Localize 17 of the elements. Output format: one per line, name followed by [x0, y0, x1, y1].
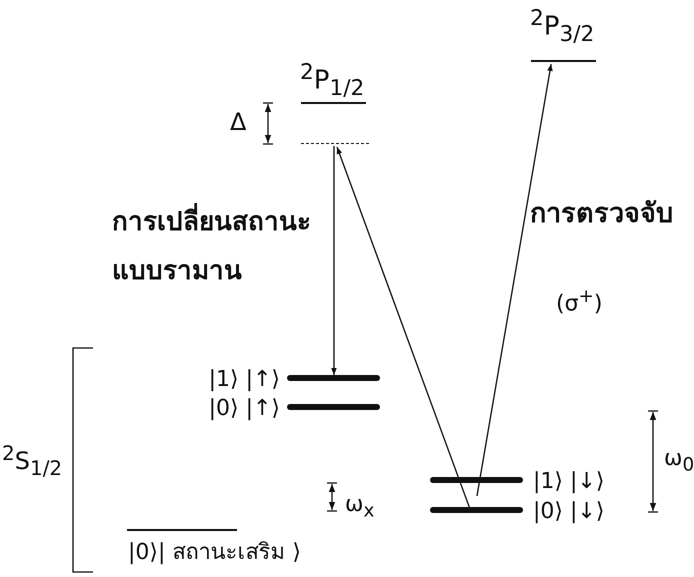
detuning-label: Δ [230, 109, 246, 137]
level-label: $^{2}$P$_{1/2}$ [300, 62, 364, 100]
splitting-label: ω$_{0}$ [664, 446, 694, 476]
transition-arrow [476, 64, 553, 496]
level-label: |0⟩| สถานะเสริม ⟩ [128, 542, 301, 564]
level-label: |0⟩ |↑⟩ [208, 398, 280, 420]
level-label: |0⟩ |↓⟩ [533, 501, 604, 523]
polarization-label: (σ$^{+}$) [556, 286, 602, 317]
level-label: |1⟩ |↑⟩ [208, 369, 280, 391]
splitting-label: ω$_{x}$ [345, 492, 374, 522]
transition-arrow [336, 146, 471, 510]
transition-arrow [331, 146, 337, 375]
level-label: $^{2}$P$_{3/2}$ [530, 8, 594, 46]
transition-label: การตรวจจับ [530, 198, 673, 230]
manifold-label: $^{2}$S$_{1/2}$ [2, 442, 62, 480]
transition-label: การเปลี่ยนสถานะ แบบรามาน [112, 198, 317, 297]
level-label: |1⟩ |↓⟩ [533, 471, 604, 493]
